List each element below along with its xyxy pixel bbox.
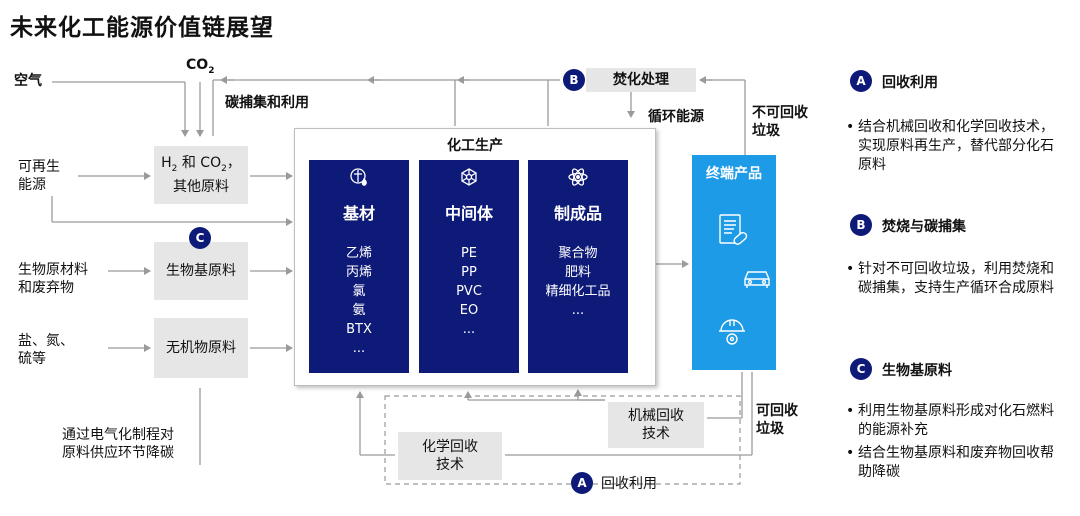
recycle-use-label: 回收利用	[601, 476, 657, 492]
air-label: 空气	[14, 73, 42, 89]
terminal-title: 终端产品	[706, 166, 762, 182]
rp-badge-a: A	[850, 70, 872, 92]
car-icon	[742, 267, 772, 293]
page-title: 未来化工能源价值链展望	[10, 15, 274, 41]
recyclable-label: 可回收垃圾	[756, 403, 798, 437]
chem-production-title: 化工生产	[447, 138, 503, 154]
column-finished-products: 制成品 聚合物 肥料 精细化工品 ...	[528, 160, 628, 373]
rp-head-incineration: 焚烧与碳捕集	[882, 219, 966, 235]
helmet-icon	[716, 317, 748, 351]
terminal-products: 终端产品	[692, 155, 776, 370]
renewable-label: 可再生能源	[18, 159, 60, 193]
salt-nitrogen-label: 盐、氮、硫等	[18, 333, 74, 367]
column-intermediates: 中间体 PE PP PVC EO ...	[419, 160, 519, 373]
badge-a: A	[571, 472, 593, 494]
rp-badge-b: B	[850, 214, 872, 236]
rp-badge-c: C	[850, 358, 872, 380]
badge-c: C	[189, 227, 211, 249]
mechanical-recycling-box: 机械回收技术	[608, 402, 704, 448]
electrification-note: 通过电气化制程对原料供应环节降碳	[62, 427, 174, 461]
rp-head-bio: 生物基原料	[882, 363, 952, 379]
rp-head-recycling: 回收利用	[882, 75, 938, 91]
incineration-box: 焚化处理	[586, 68, 696, 92]
recycled-energy-label: 循环能源	[648, 109, 704, 125]
column-base-materials: 基材 乙烯 丙烯 氯 氨 BTX ...	[309, 160, 409, 373]
molecule-drop-icon	[309, 166, 409, 188]
chemical-recycling-box: 化学回收技术	[398, 432, 502, 480]
inorganic-feedstock-box: 无机物原料	[154, 318, 248, 378]
rp-bullet-recycling: •结合机械回收和化学回收技术，实现原料再生产，替代部分化石原料	[846, 119, 1054, 173]
bio-feedstock-box: 生物基原料	[154, 242, 248, 300]
document-pill-icon	[718, 213, 748, 253]
rp-bullet-bio-2: •结合生物基原料和废弃物回收帮助降碳	[846, 445, 1054, 480]
atom-icon	[528, 166, 628, 188]
co2-label: CO2	[186, 57, 215, 76]
carbon-capture-label: 碳捕集和利用	[225, 95, 309, 111]
recycle-region	[384, 395, 741, 485]
rp-bullet-incineration: •针对不可回收垃圾，利用焚烧和碳捕集，支持生产循环合成原料	[846, 261, 1054, 296]
biomass-label: 生物原材料和废弃物	[18, 262, 88, 296]
network-icon	[419, 166, 519, 188]
rp-bullet-bio-1: •利用生物基原料形成对化石燃料的能源补充	[846, 403, 1054, 438]
non-recyclable-label: 不可回收垃圾	[752, 105, 808, 139]
h2-co2-box: H2 和 CO2， 其他原料	[154, 146, 248, 204]
badge-b: B	[563, 69, 585, 91]
